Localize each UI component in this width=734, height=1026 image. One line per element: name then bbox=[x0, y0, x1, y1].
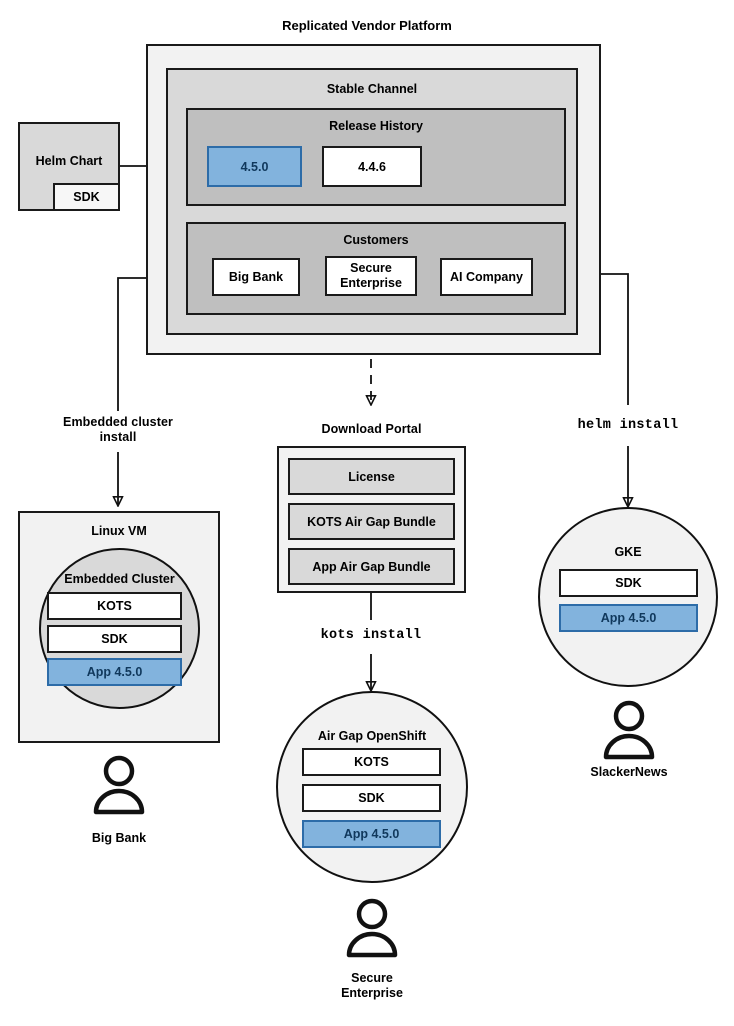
component-label: App 4.5.0 bbox=[86, 665, 143, 679]
component-label: App 4.5.0 bbox=[600, 611, 657, 625]
download-item-label: License bbox=[348, 469, 395, 484]
customer-ai-company[interactable]: AI Company bbox=[440, 258, 533, 296]
download-item-label: KOTS Air Gap Bundle bbox=[307, 514, 436, 529]
linuxvm-component-sdk[interactable]: SDK bbox=[47, 625, 182, 653]
component-label: SDK bbox=[101, 632, 128, 646]
person-icon bbox=[603, 700, 655, 760]
edge-label-helm-install: helm install bbox=[577, 418, 679, 433]
page-title: Replicated Vendor Platform bbox=[282, 18, 452, 33]
component-label: KOTS bbox=[97, 599, 132, 613]
edge-label-line2: install bbox=[99, 430, 137, 444]
component-label: SDK bbox=[615, 576, 642, 590]
linuxvm-component-app[interactable]: App 4.5.0 bbox=[47, 658, 182, 686]
gke-component-app[interactable]: App 4.5.0 bbox=[559, 604, 698, 632]
openshift-component-app[interactable]: App 4.5.0 bbox=[302, 820, 441, 848]
helm-chart-label: Helm Chart bbox=[35, 154, 103, 168]
target-customer-caption: Secure Enterprise bbox=[292, 971, 452, 1001]
component-label: SDK bbox=[358, 791, 385, 805]
customer-secure-enterprise[interactable]: Secure Enterprise bbox=[325, 256, 417, 296]
edge-label-kots-install: kots install bbox=[320, 628, 422, 643]
download-portal-title: Download Portal bbox=[321, 422, 422, 436]
embedded-cluster-title: Embedded Cluster bbox=[64, 572, 175, 586]
gke-component-sdk[interactable]: SDK bbox=[559, 569, 698, 597]
helm-chart-sdk-box[interactable]: SDK bbox=[53, 183, 120, 211]
openshift-component-sdk[interactable]: SDK bbox=[302, 784, 441, 812]
customer-label: Secure Enterprise bbox=[340, 261, 402, 290]
release-4-4-6[interactable]: 4.4.6 bbox=[322, 146, 422, 187]
stable-channel-title: Stable Channel bbox=[326, 82, 418, 96]
edge-label-embedded-cluster-install: Embedded cluster install bbox=[38, 415, 198, 445]
component-label: KOTS bbox=[354, 755, 389, 769]
sdk-label: SDK bbox=[73, 190, 100, 204]
release-version-label: 4.4.6 bbox=[358, 159, 386, 174]
edge-label-line1: Embedded cluster bbox=[63, 415, 173, 429]
person-icon bbox=[346, 898, 398, 958]
release-version-label: 4.5.0 bbox=[240, 159, 269, 174]
component-label: App 4.5.0 bbox=[343, 827, 400, 841]
release-4-5-0[interactable]: 4.5.0 bbox=[207, 146, 302, 187]
person-icon bbox=[93, 755, 145, 815]
target-customer-caption: SlackerNews bbox=[590, 765, 668, 779]
linuxvm-component-kots[interactable]: KOTS bbox=[47, 592, 182, 620]
download-item-app-air-gap-bundle[interactable]: App Air Gap Bundle bbox=[288, 548, 455, 585]
download-item-label: App Air Gap Bundle bbox=[312, 559, 431, 574]
target-title: Air Gap OpenShift bbox=[317, 729, 427, 743]
customer-label: Big Bank bbox=[228, 270, 284, 284]
caption-line1: Secure bbox=[351, 971, 393, 985]
customer-label: AI Company bbox=[450, 270, 523, 284]
target-title: GKE bbox=[614, 545, 642, 559]
customers-title: Customers bbox=[343, 233, 409, 247]
download-item-license[interactable]: License bbox=[288, 458, 455, 495]
caption-line2: Enterprise bbox=[341, 986, 403, 1000]
customer-big-bank[interactable]: Big Bank bbox=[212, 258, 300, 296]
download-item-kots-air-gap-bundle[interactable]: KOTS Air Gap Bundle bbox=[288, 503, 455, 540]
target-customer-caption: Big Bank bbox=[91, 831, 147, 845]
openshift-component-kots[interactable]: KOTS bbox=[302, 748, 441, 776]
target-title: Linux VM bbox=[91, 524, 147, 538]
release-history-title: Release History bbox=[329, 119, 423, 133]
target-gke: GKE bbox=[538, 507, 718, 687]
